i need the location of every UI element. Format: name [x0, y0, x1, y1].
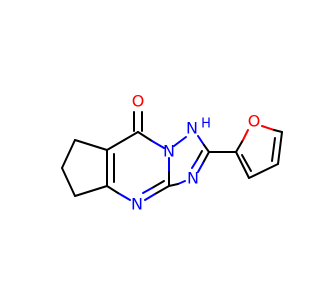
- bond: [261, 125, 275, 131]
- pyrimidine-nitrogen-label: N: [131, 195, 143, 214]
- triazole-nitrogen-label: N: [187, 169, 199, 188]
- bond: [144, 193, 156, 201]
- bond: [61, 139, 76, 169]
- bond: [117, 192, 131, 201]
- bond: [151, 180, 165, 189]
- bond: [197, 162, 204, 173]
- bond: [241, 154, 252, 172]
- bond: [168, 183, 179, 187]
- bond: [277, 131, 283, 165]
- bond: [203, 144, 210, 153]
- furan-oxygen-label: O: [248, 112, 261, 131]
- bond: [235, 139, 244, 153]
- bond: [235, 151, 250, 179]
- bonds: [61, 111, 283, 201]
- carbonyl-oxygen-label: O: [132, 92, 145, 111]
- bond: [271, 137, 276, 162]
- bond: [137, 131, 153, 142]
- bond: [173, 136, 187, 147]
- bond: [154, 185, 170, 195]
- bond: [106, 131, 139, 151]
- bond: [177, 180, 186, 185]
- bond: [248, 163, 279, 179]
- bond: [242, 129, 249, 141]
- bond: [142, 187, 153, 194]
- nh-nitrogen-label: N: [186, 119, 198, 138]
- bridgehead-nitrogen-label: N: [163, 142, 175, 161]
- bond: [191, 159, 198, 169]
- molecule-structure: O N H N N N O: [61, 92, 283, 214]
- bond: [197, 135, 205, 146]
- bond: [202, 151, 210, 164]
- bond: [74, 185, 108, 197]
- bond: [106, 185, 119, 194]
- atom-labels: O N H N N N O: [131, 92, 260, 214]
- bond: [151, 140, 165, 149]
- bond: [74, 139, 108, 151]
- molecule-canvas: O N H N N N O: [61, 91, 283, 214]
- bond: [61, 167, 76, 197]
- bond: [273, 129, 283, 133]
- bond: [196, 150, 203, 161]
- nh-hydrogen-label: H: [201, 117, 211, 132]
